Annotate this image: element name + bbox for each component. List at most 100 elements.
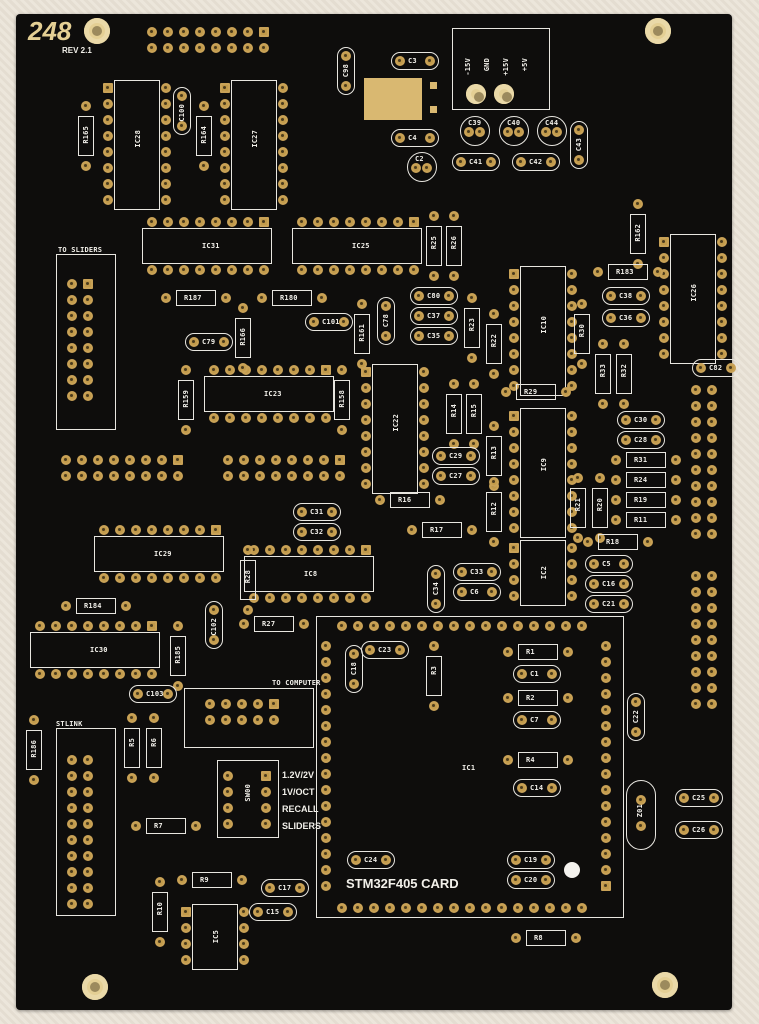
solder-pad bbox=[211, 573, 221, 583]
solder-pad bbox=[297, 545, 307, 555]
solder-pad bbox=[261, 787, 271, 797]
solder-pad bbox=[67, 883, 77, 893]
solder-pad bbox=[511, 933, 521, 943]
solder-pad bbox=[221, 715, 231, 725]
solder-pad bbox=[509, 427, 519, 437]
solder-pad bbox=[321, 833, 331, 843]
solder-pad bbox=[223, 771, 233, 781]
computer-header-outline bbox=[184, 688, 314, 748]
component-label: R18 bbox=[606, 538, 620, 546]
solder-pad bbox=[509, 459, 519, 469]
solder-pad bbox=[239, 455, 249, 465]
solder-pad bbox=[287, 471, 297, 481]
solder-pad bbox=[707, 513, 717, 523]
solder-pad bbox=[239, 907, 249, 917]
component-label: R28 bbox=[244, 570, 252, 584]
solder-pad bbox=[707, 587, 717, 597]
solder-pad bbox=[67, 343, 77, 353]
solder-pad bbox=[67, 755, 77, 765]
solder-pad bbox=[220, 131, 230, 141]
solder-pad bbox=[115, 621, 125, 631]
solder-pad bbox=[67, 771, 77, 781]
solder-pad bbox=[239, 923, 249, 933]
solder-pad bbox=[103, 83, 113, 93]
solder-pad bbox=[449, 211, 459, 221]
component-label: R10 bbox=[156, 902, 164, 916]
ic-outline bbox=[192, 904, 238, 970]
component-label: C25 bbox=[692, 794, 706, 802]
solder-pad bbox=[671, 515, 681, 525]
solder-pad bbox=[313, 217, 323, 227]
component-label: R17 bbox=[430, 526, 444, 534]
component-label: C4 bbox=[408, 134, 417, 142]
solder-pad bbox=[691, 667, 701, 677]
resistor-outline bbox=[446, 226, 462, 266]
solder-pad bbox=[433, 903, 443, 913]
solder-pad bbox=[51, 669, 61, 679]
power-pin-label: -15V bbox=[464, 58, 472, 76]
solder-pad bbox=[173, 455, 183, 465]
solder-pad bbox=[321, 769, 331, 779]
solder-pad bbox=[35, 621, 45, 631]
solder-pad bbox=[417, 903, 427, 913]
component-label: C26 bbox=[692, 826, 706, 834]
solder-pad bbox=[220, 179, 230, 189]
solder-pad bbox=[417, 621, 427, 631]
solder-pad bbox=[643, 537, 653, 547]
solder-pad bbox=[179, 43, 189, 53]
capacitor-outline bbox=[627, 693, 645, 741]
solder-pad bbox=[181, 365, 191, 375]
solder-pad bbox=[243, 217, 253, 227]
solder-pad bbox=[131, 525, 141, 535]
solder-pad bbox=[619, 399, 629, 409]
resistor-outline bbox=[240, 560, 256, 600]
solder-pad bbox=[707, 449, 717, 459]
solder-pad bbox=[691, 497, 701, 507]
solder-pad bbox=[161, 147, 171, 157]
solder-pad bbox=[636, 795, 646, 805]
solder-pad bbox=[337, 365, 347, 375]
solder-pad bbox=[83, 359, 93, 369]
solder-pad bbox=[103, 99, 113, 109]
solder-pad bbox=[149, 773, 159, 783]
resistor-outline bbox=[146, 728, 162, 768]
solder-pad bbox=[147, 27, 157, 37]
solder-pad bbox=[223, 787, 233, 797]
resistor-outline bbox=[26, 730, 42, 770]
solder-pad bbox=[509, 381, 519, 391]
power-connector-outline bbox=[452, 28, 550, 110]
solder-pad bbox=[179, 217, 189, 227]
solder-pad bbox=[155, 937, 165, 947]
solder-pad bbox=[707, 385, 717, 395]
solder-pad bbox=[567, 459, 577, 469]
board-name: 248 bbox=[28, 16, 72, 46]
component-label: C7 bbox=[530, 716, 539, 724]
solder-pad bbox=[181, 939, 191, 949]
solder-pad bbox=[67, 819, 77, 829]
capacitor-outline bbox=[452, 153, 500, 171]
solder-pad bbox=[191, 821, 201, 831]
solder-pad bbox=[220, 163, 230, 173]
resistor-outline bbox=[616, 354, 632, 394]
component-label: R1 bbox=[526, 648, 535, 656]
solder-pad bbox=[29, 715, 39, 725]
capacitor-outline bbox=[410, 287, 458, 305]
component-label: C27 bbox=[449, 472, 463, 480]
solder-pad bbox=[181, 955, 191, 965]
solder-pad bbox=[691, 651, 701, 661]
solder-pad bbox=[109, 455, 119, 465]
resistor-outline bbox=[192, 872, 232, 888]
component-label: C82 bbox=[709, 364, 723, 372]
solder-pad bbox=[243, 605, 253, 615]
solder-pad bbox=[361, 593, 371, 603]
resistor-outline bbox=[235, 318, 251, 358]
component-label: R4 bbox=[526, 756, 535, 764]
solder-pad bbox=[671, 475, 681, 485]
solder-pad bbox=[83, 279, 93, 289]
solder-pad bbox=[321, 705, 331, 715]
solder-pad bbox=[464, 127, 474, 137]
solder-pad bbox=[83, 343, 93, 353]
solder-pad bbox=[567, 381, 577, 391]
solder-pad bbox=[259, 43, 269, 53]
solder-pad bbox=[509, 575, 519, 585]
